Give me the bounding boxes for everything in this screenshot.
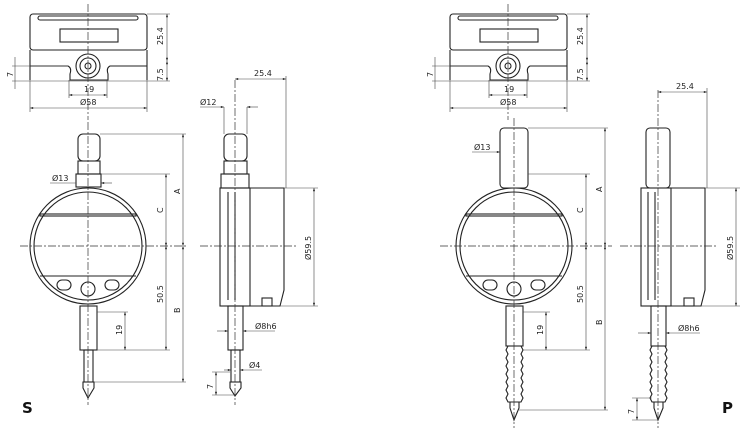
variant-p: 25.4 7.5 7 19 Ø58 Ø13 A C 50.5 B bbox=[426, 4, 740, 428]
dim-height: 25.4 bbox=[156, 27, 165, 45]
dim-diameter: Ø58 bbox=[80, 97, 96, 107]
side-view-p: 25.4 Ø59.5 Ø8h6 7 bbox=[620, 82, 740, 428]
dim-b: B bbox=[595, 320, 604, 326]
dim-a: A bbox=[595, 186, 604, 192]
dim-offset: 7 bbox=[6, 72, 15, 77]
front-view-p: Ø13 A C 50.5 B 19 bbox=[440, 118, 612, 428]
dim-offset: 7 bbox=[426, 72, 435, 77]
top-view-p: 25.4 7.5 7 19 Ø58 bbox=[426, 4, 590, 120]
variant-s: 25.4 7.5 7 19 Ø58 Ø13 A C bbox=[6, 4, 318, 417]
dim-spindle: Ø8h6 bbox=[678, 323, 700, 333]
dim-lug: 19 bbox=[504, 85, 514, 94]
dim-depth: 7.5 bbox=[576, 68, 585, 81]
front-view-s: Ø13 A C 50.5 B 19 bbox=[20, 122, 187, 405]
dim-travel: 7 bbox=[627, 409, 636, 414]
dim-side-width: 25.4 bbox=[254, 69, 272, 78]
dim-side-width: 25.4 bbox=[676, 82, 694, 91]
dim-c: C bbox=[576, 207, 585, 213]
dim-b: B bbox=[173, 308, 182, 314]
dim-case: Ø59.5 bbox=[725, 236, 735, 260]
dim-travel: 7 bbox=[206, 384, 215, 389]
dim-h: 50.5 bbox=[156, 285, 165, 303]
dim-h: 50.5 bbox=[576, 285, 585, 303]
dim-stem: 19 bbox=[115, 325, 124, 335]
dim-a: A bbox=[173, 188, 182, 194]
dim-diameter: Ø58 bbox=[500, 97, 516, 107]
dim-stem: 19 bbox=[536, 325, 545, 335]
variant-label-s: S bbox=[22, 399, 33, 417]
dim-spindle: Ø8h6 bbox=[255, 321, 277, 331]
dim-lug: 19 bbox=[84, 85, 94, 94]
top-view-s: 25.4 7.5 7 19 Ø58 bbox=[6, 4, 170, 120]
dim-height: 25.4 bbox=[576, 27, 585, 45]
dim-case: Ø59.5 bbox=[303, 236, 313, 260]
variant-label-p: P bbox=[722, 399, 733, 417]
dim-tip: Ø4 bbox=[249, 360, 260, 370]
dim-collar: Ø13 bbox=[52, 173, 68, 183]
dim-cap: Ø12 bbox=[200, 97, 216, 107]
side-view-s: 25.4 Ø12 Ø59.5 Ø8h6 Ø4 7 bbox=[200, 69, 318, 405]
dim-collar: Ø13 bbox=[474, 142, 490, 152]
dim-depth: 7.5 bbox=[156, 68, 165, 81]
dim-c: C bbox=[156, 207, 165, 213]
